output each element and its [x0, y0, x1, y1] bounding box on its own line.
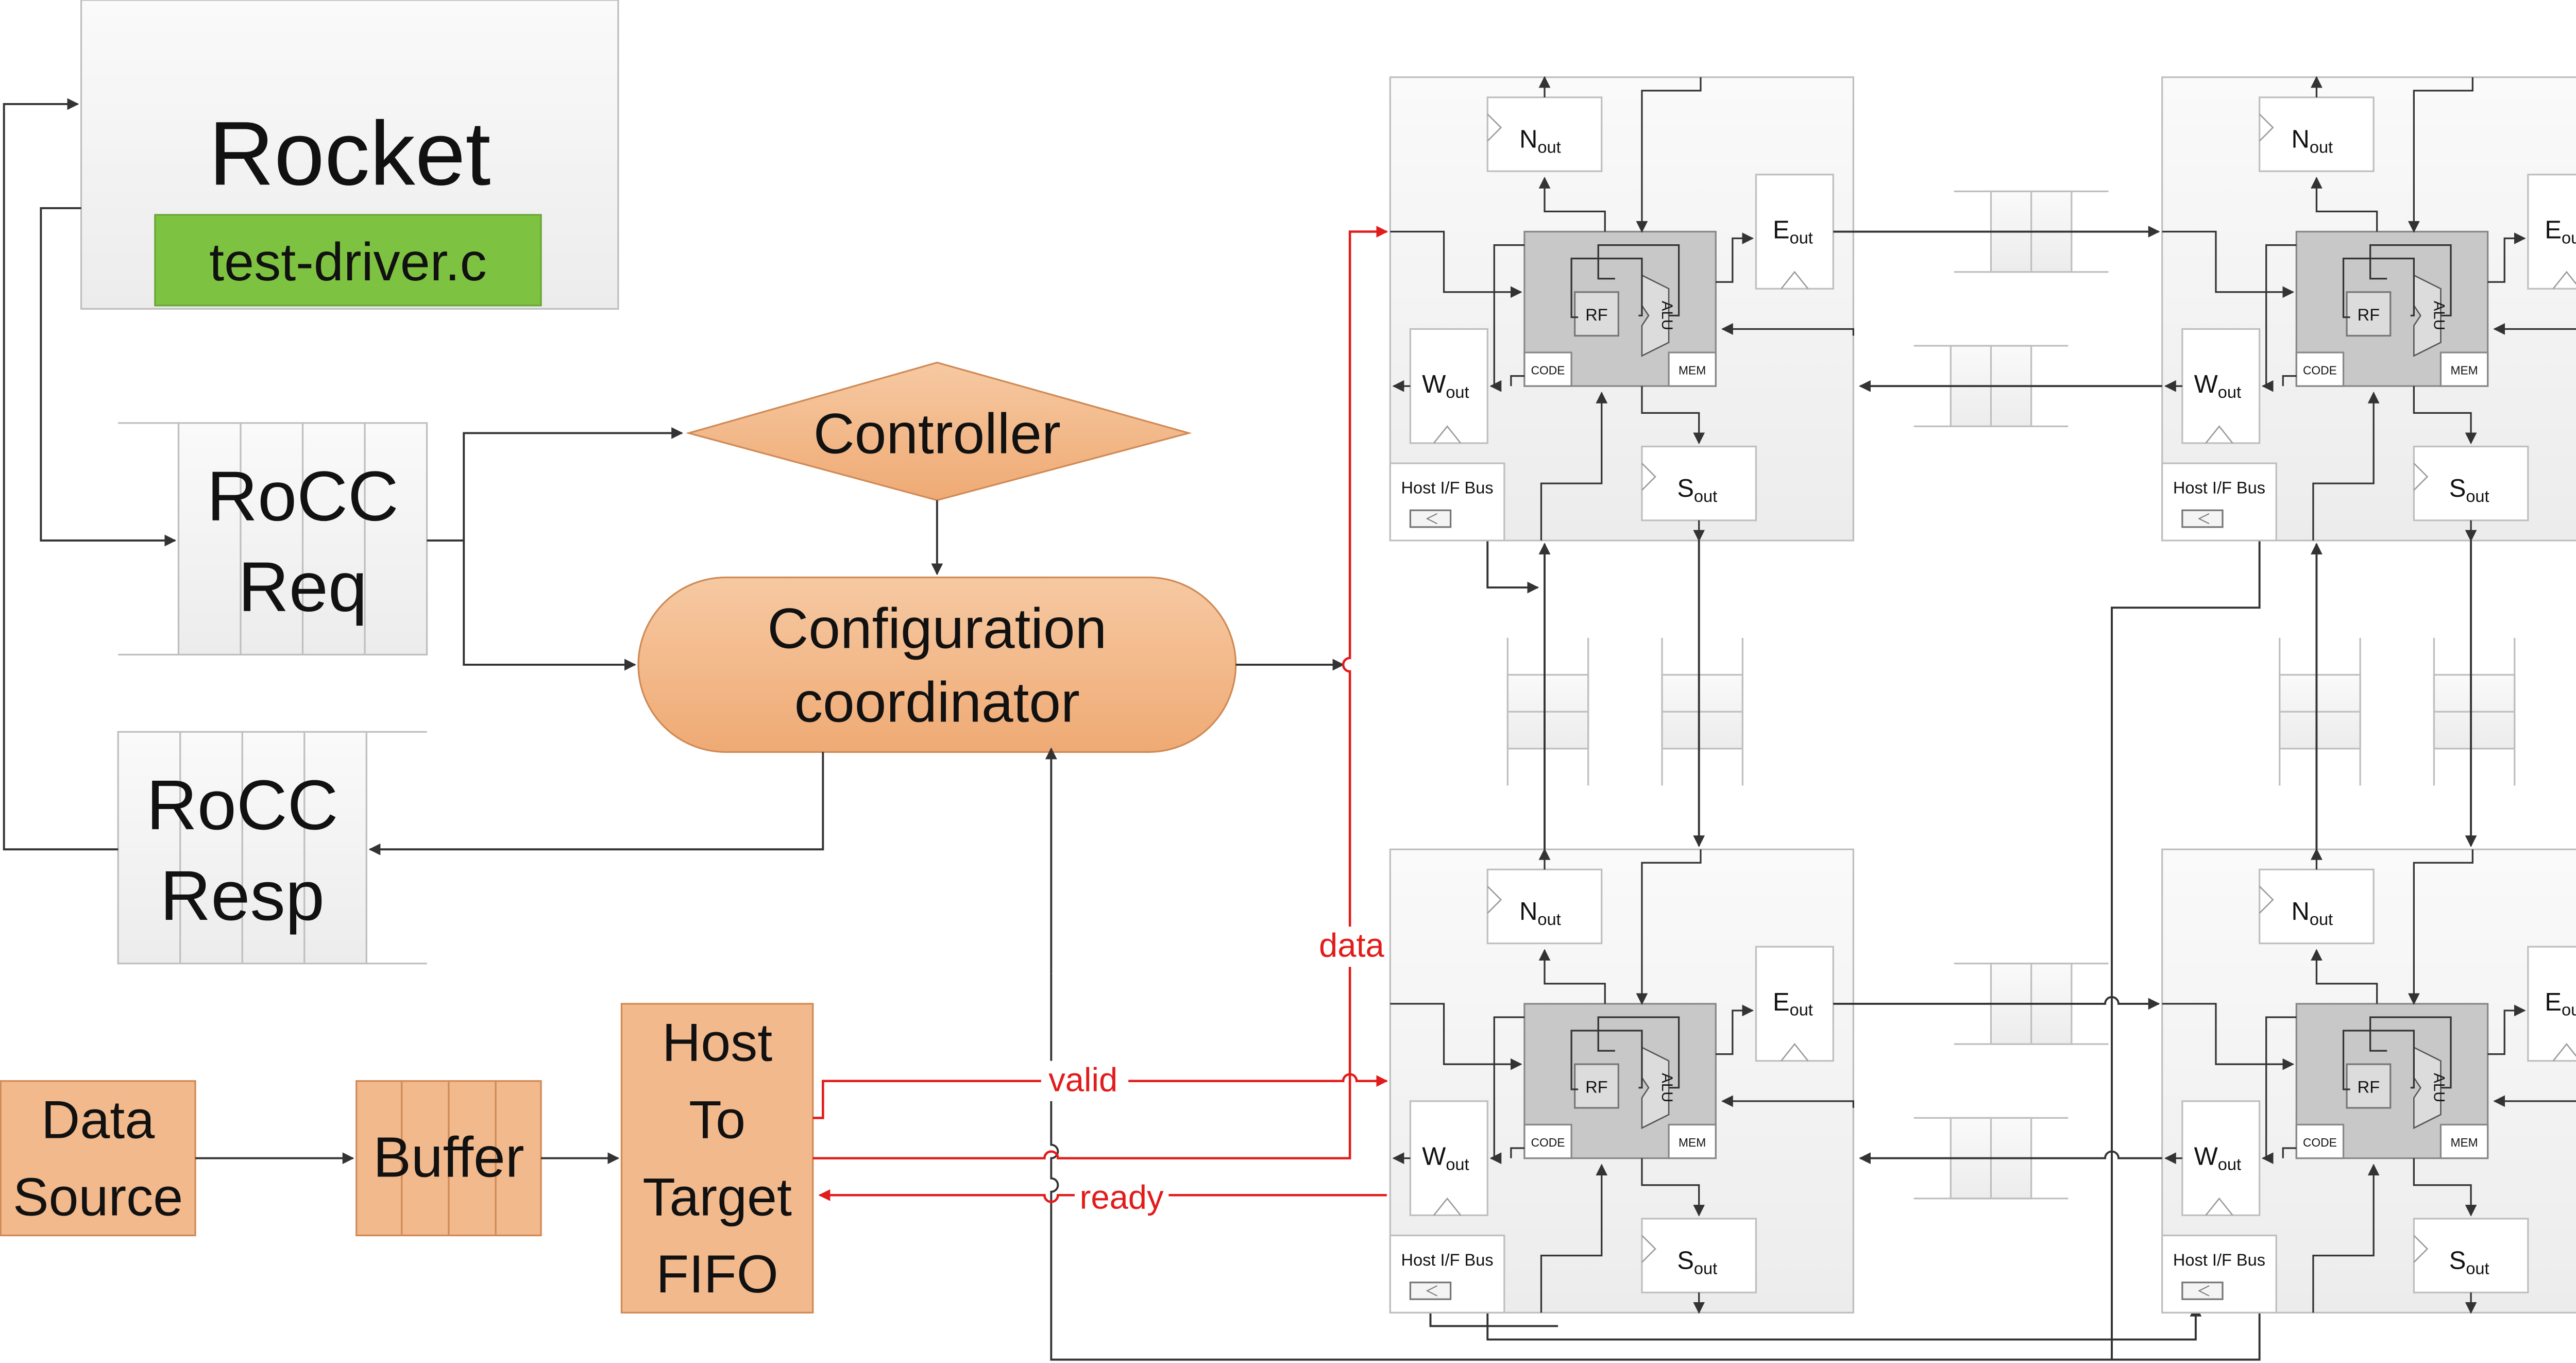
handshake-signal-wires	[812, 226, 1388, 1203]
fifo-left-south	[1661, 637, 1744, 787]
rocket-title: Rocket	[209, 103, 490, 204]
rocc-resp-line1: RoCC	[146, 765, 338, 844]
mesh-wiring	[1538, 226, 2477, 1164]
valid-signal-label: valid	[1048, 1061, 1117, 1098]
h2t-line4: FIFO	[656, 1244, 778, 1304]
pe-top-right	[2162, 77, 2576, 541]
rocc-resp-line2: Resp	[160, 856, 325, 935]
fifo-right-south	[2433, 637, 2516, 787]
fifo-left-north	[1506, 637, 1589, 787]
data-source-line2: Source	[13, 1167, 183, 1227]
host-to-target-fifo: Host To Target FIFO	[620, 1003, 814, 1314]
buffer: Buffer	[355, 1080, 542, 1237]
control-path-wires	[3, 98, 2261, 1361]
test-driver-box	[154, 214, 542, 307]
rocket-core: Rocket test-driver.c	[80, 0, 619, 310]
fifo-right-north	[2279, 637, 2361, 787]
buffer-label: Buffer	[373, 1125, 524, 1189]
coordinator-line1: Configuration	[767, 597, 1107, 660]
data-source: Data Source	[0, 1080, 196, 1237]
rocc-request-queue: RoCC Req	[118, 422, 428, 656]
controller: Controller	[685, 361, 1192, 501]
pe-bottom-right	[2162, 849, 2576, 1312]
pe-top-left	[1390, 77, 1853, 541]
rocc-req-line1: RoCC	[207, 457, 398, 535]
rocc-response-queue: RoCC Resp	[117, 731, 427, 965]
rocc-req-line2: Req	[238, 547, 367, 626]
controller-label: Controller	[814, 402, 1061, 465]
h2t-line2: To	[689, 1090, 745, 1150]
configuration-coordinator: Configuration coordinator	[637, 576, 1237, 753]
h2t-line3: Target	[642, 1167, 792, 1227]
data-signal-label: data	[1319, 927, 1385, 964]
coordinator-line2: coordinator	[794, 671, 1080, 734]
ready-signal-label: ready	[1080, 1178, 1164, 1216]
h2t-line1: Host	[662, 1013, 772, 1073]
data-source-line1: Data	[41, 1090, 155, 1150]
pe-bottom-left	[1390, 849, 1853, 1312]
test-driver-label: test-driver.c	[209, 232, 487, 292]
